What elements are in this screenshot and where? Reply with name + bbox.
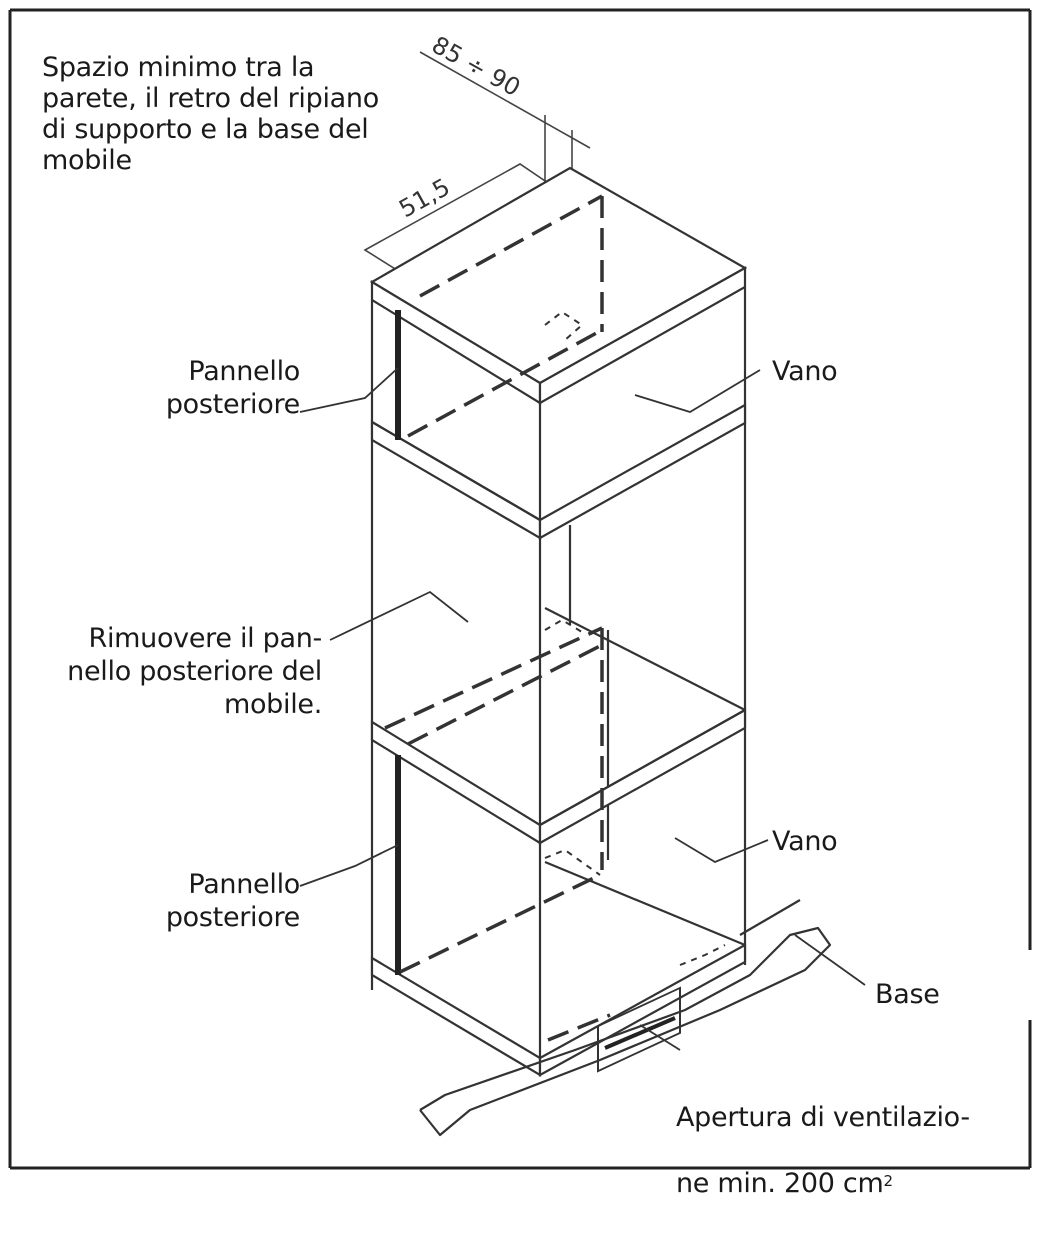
dimension-depth-label: 51,5: [394, 173, 454, 223]
frame-border: [8, 8, 1032, 1170]
upper-shelf: [370, 403, 747, 540]
label-ventilation-line1: Apertura di ventilazio-: [676, 1102, 970, 1133]
label-ventilation-sup: 2: [883, 1172, 893, 1190]
cabinet-body: [370, 287, 747, 1075]
dimension-gap-label: 85 ÷ 90: [427, 31, 525, 102]
label-compartment-bottom: Vano: [772, 826, 838, 857]
bottom-shelf: [370, 860, 747, 1077]
label-remove-panel: Rimuovere il pan- nello posteriore del m…: [67, 623, 322, 720]
label-ventilation: Apertura di ventilazio- ne min. 200 cm2: [676, 1068, 1016, 1233]
label-ventilation-line2: ne min. 200 cm2: [676, 1167, 1016, 1200]
leader-lines: [299, 367, 866, 1051]
label-min-space: Spazio minimo tra la parete, il retro de…: [42, 52, 379, 176]
hidden-lines: [384, 194, 611, 1042]
label-back-panel-bottom: Pannello posteriore: [165, 869, 300, 933]
lower-shelf: [370, 607, 747, 845]
base-plate: [419, 899, 832, 1137]
cabinet-diagram: 85 ÷ 90 51,5: [8, 8, 1032, 1170]
label-back-panel-top: Pannello posteriore: [165, 356, 300, 420]
label-ventilation-line2-text: ne min. 200 cm: [676, 1168, 884, 1199]
top-slab: [369, 166, 748, 405]
label-compartment-top: Vano: [772, 356, 838, 387]
label-base: Base: [875, 979, 940, 1010]
